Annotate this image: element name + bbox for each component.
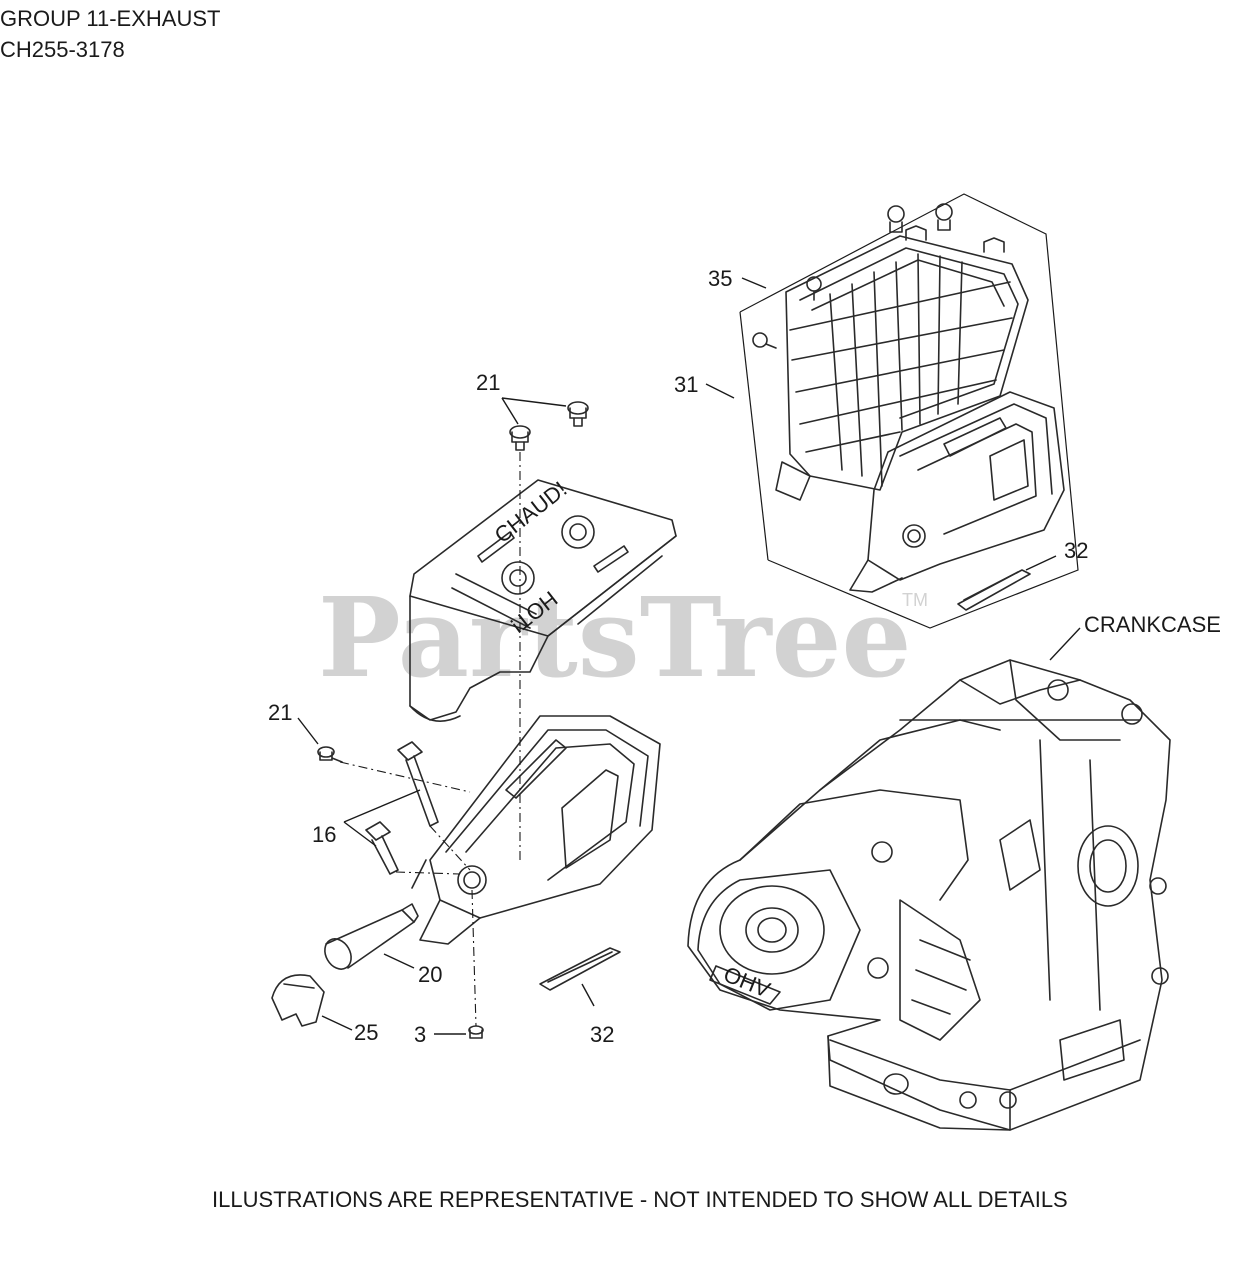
part-21-screw-top-a[interactable] [509,425,531,451]
callout-25: 25 [354,1020,378,1045]
callout-21-left: 21 [268,700,292,725]
engine-ohv-label: OHV [720,961,774,1002]
leader-lines [297,277,1081,1035]
part-16-bolt-b[interactable] [365,821,399,875]
shield-hot-label-fr: CHAUD! [490,476,572,548]
part-21-screw-top-b[interactable] [567,401,589,427]
callout-31: 31 [674,372,698,397]
disclaimer-footer: ILLUSTRATIONS ARE REPRESENTATIVE - NOT I… [212,1187,1068,1212]
callout-crankcase: CRANKCASE [1084,612,1221,637]
muffler-kit-frame [739,193,1079,629]
callout-20: 20 [418,962,442,987]
callout-21-top: 21 [476,370,500,395]
callout-32-top: 32 [1064,538,1088,563]
model-number: CH255-3178 [0,37,125,62]
muffler-heat-shield[interactable] [409,479,677,722]
part-32-exhaust-gasket-upper[interactable] [957,569,1031,611]
callout-35: 35 [708,266,732,291]
part-25-exhaust-cap[interactable] [271,974,325,1027]
part-20-spark-arrestor[interactable] [320,903,419,974]
engine-crankcase[interactable] [687,659,1171,1131]
callout-16: 16 [312,822,336,847]
part-31-muffler-kit[interactable] [849,391,1065,593]
svg-text:PartsTree: PartsTree [318,573,912,702]
assembly-dashed-lines [339,452,521,1027]
part-21-screw-left[interactable] [317,746,343,763]
part-35-heat-guard[interactable] [775,225,1029,501]
part-16-bolt-a[interactable] [397,741,439,827]
svg-text:TM: TM [902,590,928,610]
main-muffler[interactable] [411,715,661,945]
guard-screws [752,203,953,349]
diagram-group-title: GROUP 11-EXHAUST [0,6,221,31]
callout-32-bottom: 32 [590,1022,614,1047]
part-32-exhaust-gasket-lower[interactable] [539,947,621,991]
part-3-screw[interactable] [468,1025,484,1039]
callout-3: 3 [414,1022,426,1047]
